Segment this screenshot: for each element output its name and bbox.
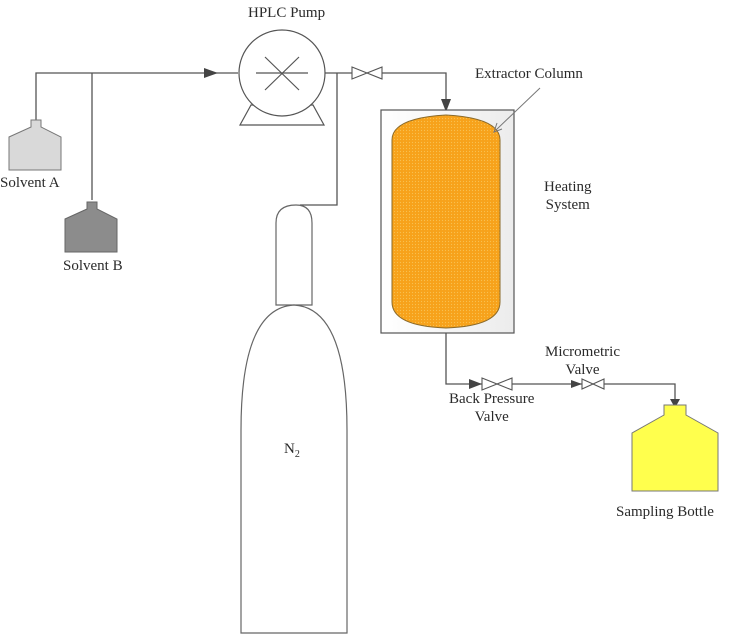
hplc-pump	[238, 29, 326, 126]
solvent-feed-line	[35, 72, 238, 200]
heating-system-label: Heating System	[544, 178, 591, 214]
back-pressure-label-line1: Back Pressure	[449, 391, 535, 407]
n2-cylinder-neck	[275, 204, 313, 306]
back-pressure-valve	[481, 377, 513, 391]
sampling-bottle-label: Sampling Bottle	[616, 504, 714, 520]
extractor-column	[391, 114, 501, 329]
heating-label-line2: System	[545, 197, 590, 213]
micrometric-valve	[581, 378, 605, 390]
hplc-pump-label: HPLC Pump	[248, 5, 326, 21]
feed-arrow	[204, 68, 218, 78]
solvent-b-label: Solvent B	[63, 258, 123, 274]
n2-label-main: N	[284, 441, 295, 457]
heating-label-line1: Heating	[544, 179, 592, 195]
back-pressure-label-line2: Valve	[474, 409, 509, 425]
extractor-leader-arrowhead	[493, 122, 503, 133]
extractor-leader-line	[495, 87, 541, 131]
micrometric-inlet-arrow	[571, 380, 582, 388]
column-inlet-arrow	[441, 99, 451, 112]
solvent-b-bottle	[64, 201, 118, 253]
solvent-a-label: Solvent A	[0, 175, 60, 191]
micrometric-label-line2: Valve	[565, 362, 600, 378]
n2-label: N2	[284, 440, 300, 464]
extractor-column-label: Extractor Column	[475, 66, 583, 82]
micrometric-label-line1: Micrometric	[545, 344, 620, 360]
n2-label-subscript: 2	[294, 449, 300, 460]
pump-outlet-line	[300, 72, 447, 206]
micrometric-valve-label: Micrometric Valve	[545, 343, 620, 379]
pump-outlet-valve	[351, 66, 383, 80]
sampling-bottle	[631, 404, 719, 492]
solvent-a-bottle	[8, 119, 62, 171]
back-pressure-valve-label: Back Pressure Valve	[449, 390, 534, 426]
n2-cylinder-body	[240, 304, 348, 634]
sampling-inlet-arrow	[670, 399, 680, 408]
back-pressure-inlet-arrow	[469, 379, 482, 389]
